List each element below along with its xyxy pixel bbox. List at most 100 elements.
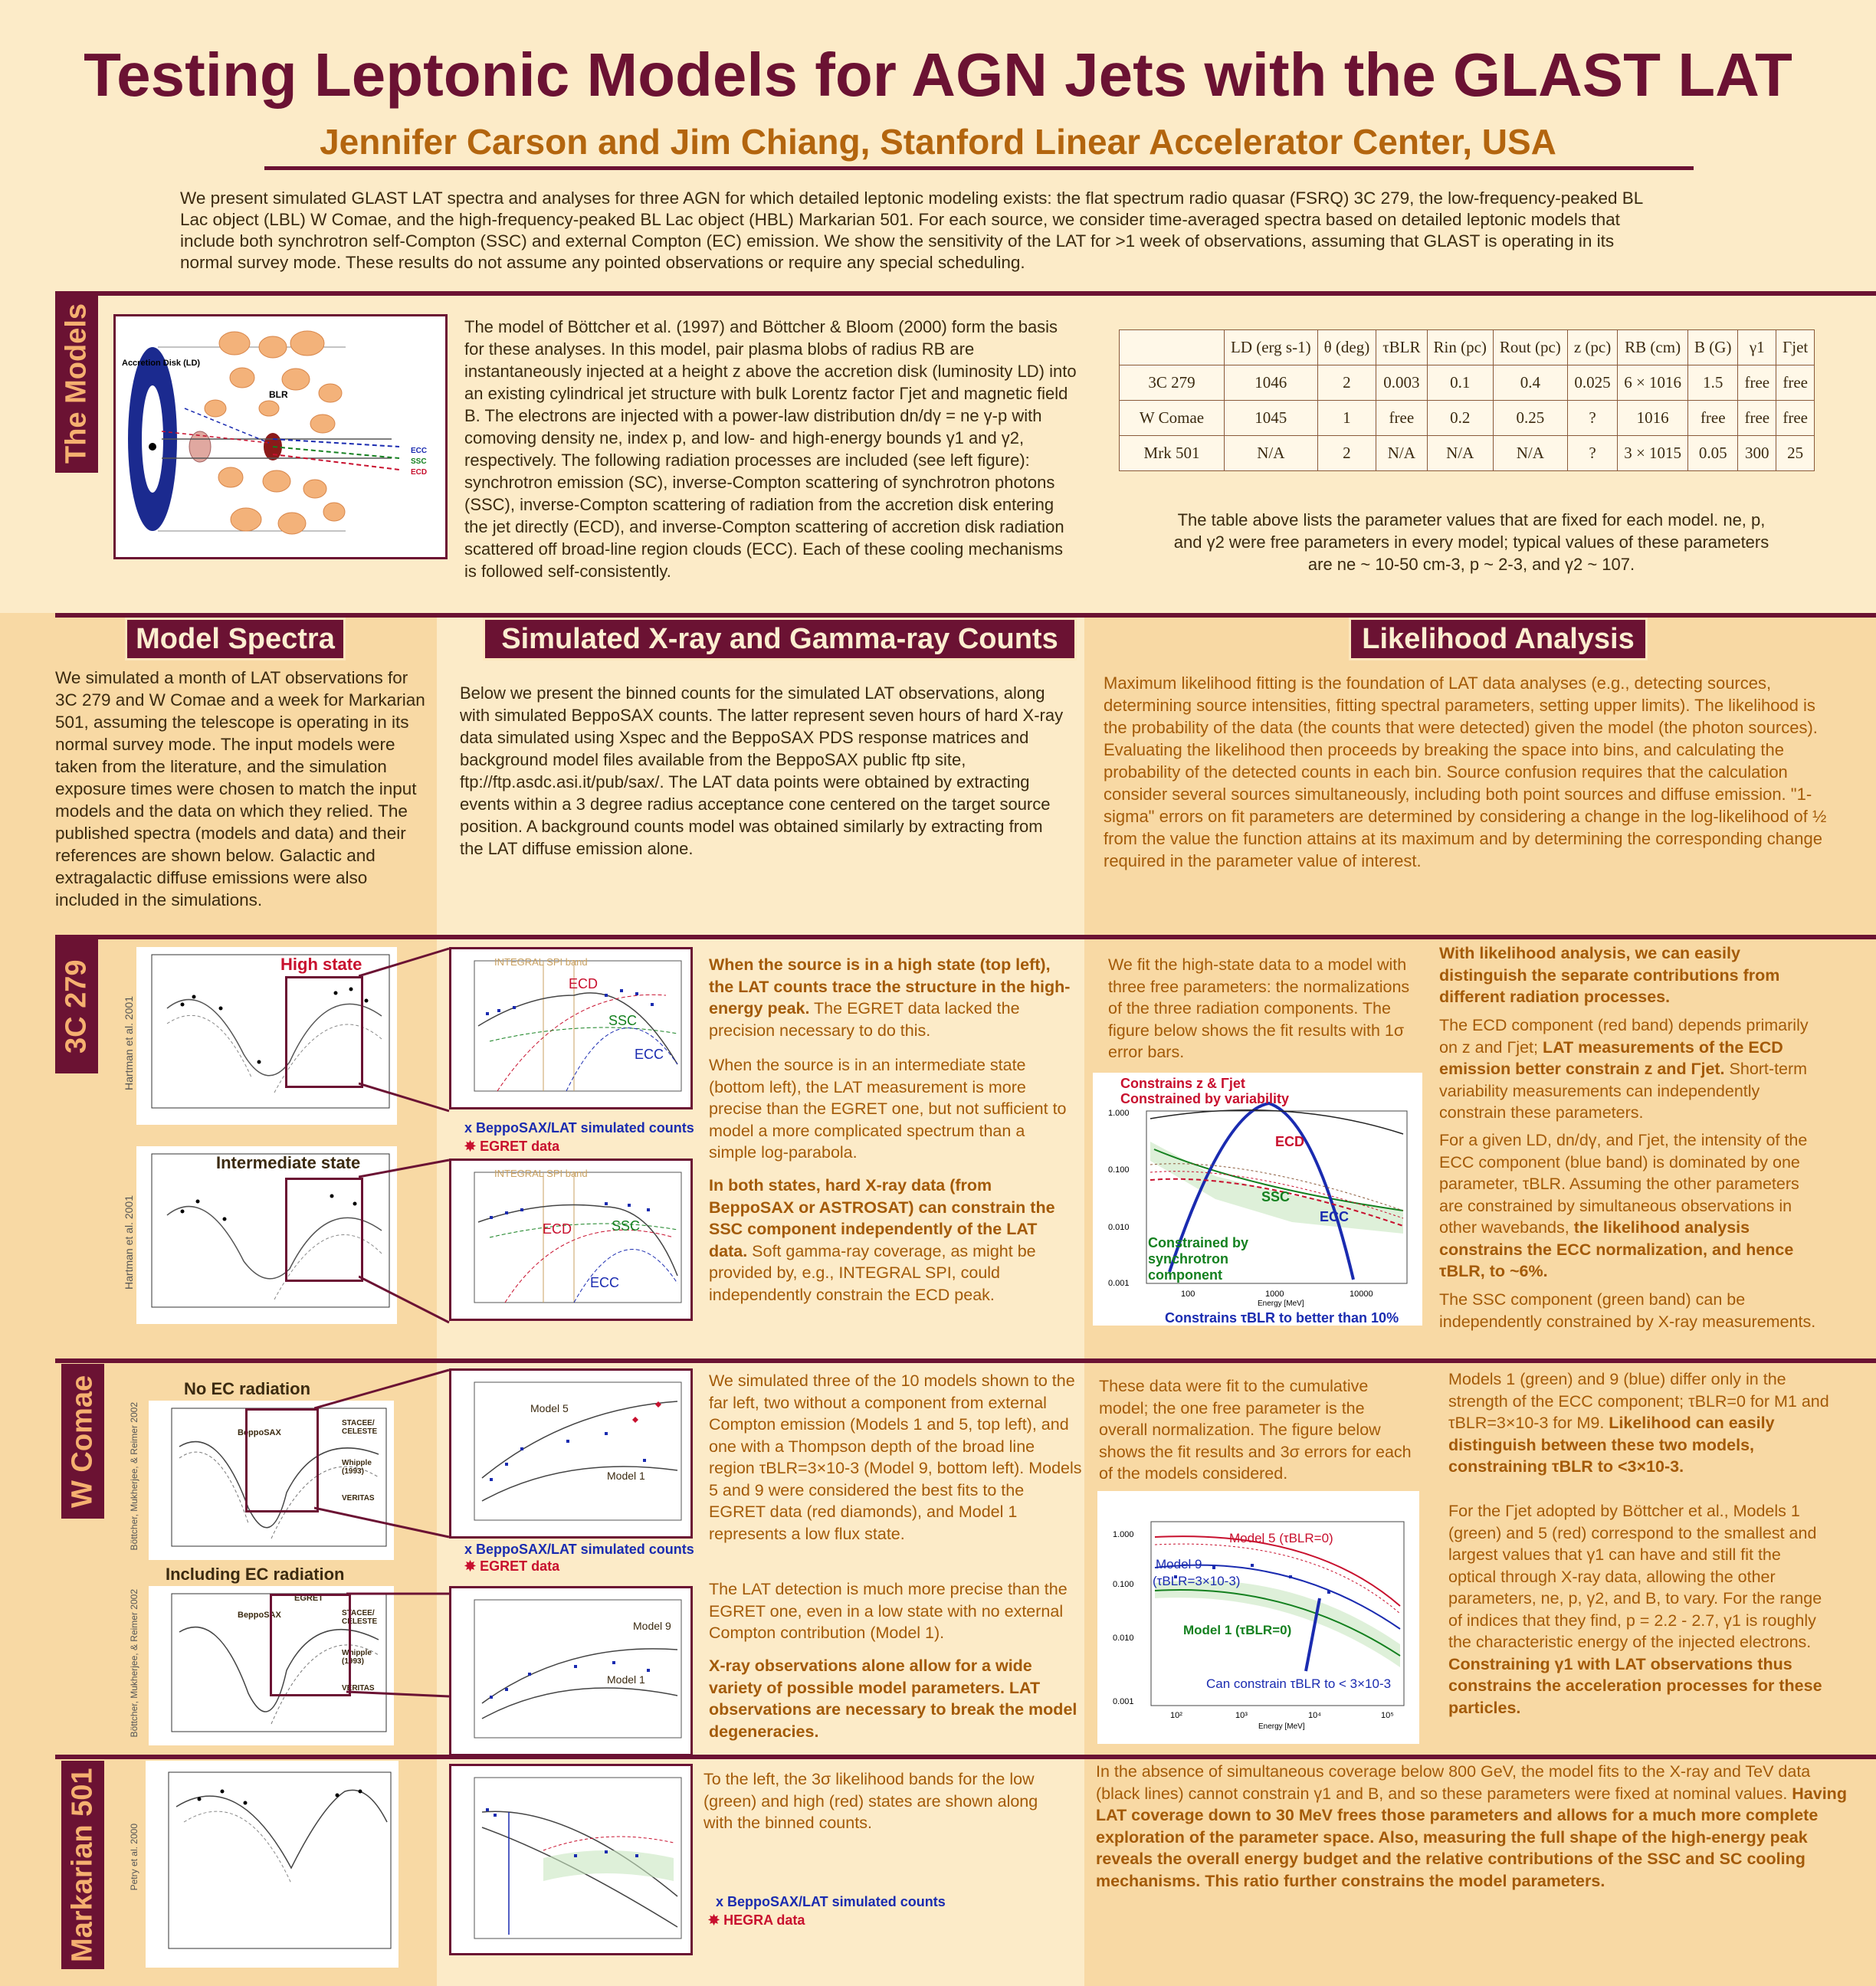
likelihood-text: Maximum likelihood fitting is the founda…	[1104, 673, 1827, 870]
lik-3c279-right-1: With likelihood analysis, we can easily …	[1439, 944, 1780, 1006]
table-cell: 0.25	[1492, 400, 1568, 436]
zoom-box-int	[285, 1178, 363, 1282]
tab-mrk501: Markarian 501	[61, 1761, 104, 1969]
sections-rule	[55, 613, 1876, 618]
lik2-model1: Model 1 (τBLR=0)	[1183, 1623, 1292, 1637]
param-table-header: LD (erg s-1) θ (deg) τBLR Rin (pc) Rout …	[1119, 329, 1815, 365]
diagram-label-disk: Accretion Disk (LD)	[122, 359, 200, 368]
lik2-xtick-2: 10⁴	[1308, 1711, 1321, 1720]
ref-bottcher-1: Böttcher, Mukherjee, & Reimer 2002	[129, 1402, 139, 1551]
diagram-label-ecd: ECD	[411, 468, 427, 477]
row-name: 3C 279	[1119, 365, 1225, 401]
table-cell: N/A	[1426, 435, 1494, 471]
lik1-annot-sync: Constrained by synchrotron component	[1148, 1235, 1249, 1283]
table-cell: 6 × 1016	[1617, 365, 1689, 401]
table-cell: 0.2	[1426, 400, 1494, 436]
tab-3c279: 3C 279	[55, 939, 98, 1073]
lik2-xtick-1: 10³	[1235, 1711, 1248, 1720]
table-cell: 2	[1317, 435, 1377, 471]
param-table: LD (erg s-1) θ (deg) τBLR Rin (pc) Rout …	[1119, 329, 1815, 471]
spi-band-label-2: INTEGRAL SPI band	[494, 1168, 588, 1179]
param-header: θ (deg)	[1317, 329, 1377, 365]
wc-right1-b: Likelihood can easily distinguish betwee…	[1448, 1414, 1775, 1476]
param-header: Γjet	[1776, 329, 1815, 365]
row-wcomae-rule	[55, 1358, 1876, 1363]
table-cell: 0.05	[1687, 435, 1739, 471]
mrk-right-b: Having LAT coverage down to 30 MeV frees…	[1096, 1784, 1847, 1890]
wc-whipple-2: Whipple (1993)	[342, 1649, 372, 1666]
lik-wc-text: These data were fit to the cumulative mo…	[1099, 1377, 1412, 1483]
table-cell: free	[1737, 400, 1777, 436]
row-3c279-rule	[55, 935, 1876, 939]
param-header: B (G)	[1687, 329, 1739, 365]
table-cell: free	[1737, 365, 1777, 401]
lik-wc-right-2: For the Γjet adopted by Böttcher et al.,…	[1448, 1500, 1832, 1719]
label-ecc-2: ECC	[590, 1275, 620, 1290]
counts-text: Below we present the binned counts for t…	[460, 683, 1064, 858]
table-cell: free	[1376, 400, 1428, 436]
zoom-box-high	[285, 976, 363, 1088]
with-ec-label: Including EC radiation	[166, 1565, 345, 1584]
lik1-xtick-1: 1000	[1265, 1290, 1284, 1299]
lik-3c279-right-4: The SSC component (green band) can be in…	[1439, 1290, 1816, 1331]
lik1-annot-z: Constrains z & Γjet	[1120, 1076, 1245, 1091]
lik2-ytick-3: 0.001	[1113, 1697, 1134, 1706]
right3-a: For a given LD, dn/dγ, and Γjet, the int…	[1439, 1131, 1808, 1237]
section-counts: Simulated X-ray and Gamma-ray Counts	[483, 618, 1077, 660]
param-header: RB (cm)	[1617, 329, 1689, 365]
param-header: Rin (pc)	[1426, 329, 1494, 365]
counts-3c279-high	[449, 947, 693, 1109]
text-3c279-1-bold: When the source is in a high state (top …	[709, 955, 1071, 1018]
lik1-xlabel: Energy [MeV]	[1258, 1299, 1304, 1308]
lik1-annot-var: Constrained by variability	[1120, 1091, 1290, 1106]
table-cell: 1.5	[1687, 365, 1739, 401]
param-header: Rout (pc)	[1492, 329, 1568, 365]
table-row: Mrk 501 N/A 2 N/A N/A N/A ? 3 × 1015 0.0…	[1119, 435, 1815, 471]
text-wc-2: The LAT detection is much more precise t…	[709, 1580, 1068, 1642]
text-3c279-1: When the source is in a high state (top …	[709, 954, 1077, 1041]
ref-bottcher-2: Böttcher, Mukherjee, & Reimer 2002	[129, 1589, 139, 1738]
lik2-model5: Model 5 (τBLR=0)	[1229, 1531, 1333, 1545]
label-model5: Model 5	[530, 1402, 569, 1414]
table-cell: 2	[1317, 365, 1377, 401]
lik-3c279-right-3: For a given LD, dn/dγ, and Γjet, the int…	[1439, 1129, 1822, 1283]
lik2-xlabel: Energy [MeV]	[1258, 1722, 1305, 1731]
table-cell: N/A	[1492, 435, 1568, 471]
lik2-ytick-1: 0.100	[1113, 1580, 1134, 1589]
lik1-ecd: ECD	[1275, 1134, 1305, 1149]
table-cell: 0.1	[1426, 365, 1494, 401]
text-3c279-1-rest: The EGRET data lacked the precision nece…	[709, 999, 1020, 1040]
counts-wcomae-1	[449, 1368, 693, 1539]
label-ssc-2: SSC	[612, 1218, 641, 1234]
param-header: z (pc)	[1566, 329, 1619, 365]
lik2-model9: Model 9	[1156, 1557, 1202, 1571]
table-cell: ?	[1566, 400, 1619, 436]
lik1-ytick-1: 0.100	[1108, 1165, 1130, 1175]
sed-wcomae-noec	[149, 1401, 394, 1560]
table-cell: 1	[1317, 400, 1377, 436]
text-wc-3: X-ray observations alone allow for a wid…	[709, 1657, 1077, 1741]
lik1-ytick-2: 0.010	[1108, 1223, 1130, 1232]
row-name: W Comae	[1119, 400, 1225, 436]
counts-mrk501	[449, 1764, 693, 1955]
right2-a: The ECD component (red band) depends pri…	[1439, 1016, 1809, 1057]
text-3c279-2: When the source is in an intermediate st…	[709, 1056, 1067, 1162]
label-ecc-1: ECC	[635, 1047, 664, 1062]
table-cell: free	[1776, 400, 1815, 436]
poster-title: Testing Leptonic Models for AGN Jets wit…	[84, 41, 1792, 109]
lik-wc-figure: 1.000 0.100 0.010 0.001 10² 10³ 10⁴ 10⁵ …	[1097, 1491, 1419, 1744]
ref-petry: Petry et al. 2000	[129, 1824, 139, 1891]
models-rule	[55, 291, 1876, 296]
lik1-xtick-2: 10000	[1350, 1290, 1373, 1299]
label-model9: Model 9	[633, 1620, 671, 1632]
legend-egret-3c279: ✸ EGRET data	[464, 1139, 560, 1154]
text-3c279-3-rest: Soft gamma-ray coverage, as might be pro…	[709, 1241, 1036, 1304]
lik2-xtick-0: 10²	[1170, 1711, 1182, 1720]
lik2-model9-tau: (τBLR=3×10-3)	[1153, 1574, 1241, 1588]
lik1-ssc: SSC	[1261, 1189, 1291, 1204]
legend-hegra-mrk: ✸ HEGRA data	[708, 1912, 805, 1928]
title-rule	[264, 166, 1694, 170]
lik2-can-constrain: Can constrain τBLR to < 3×10-3	[1206, 1676, 1392, 1691]
table-cell: free	[1687, 400, 1739, 436]
wc-stacee-2: STACEE/ CELESTE	[342, 1609, 378, 1626]
